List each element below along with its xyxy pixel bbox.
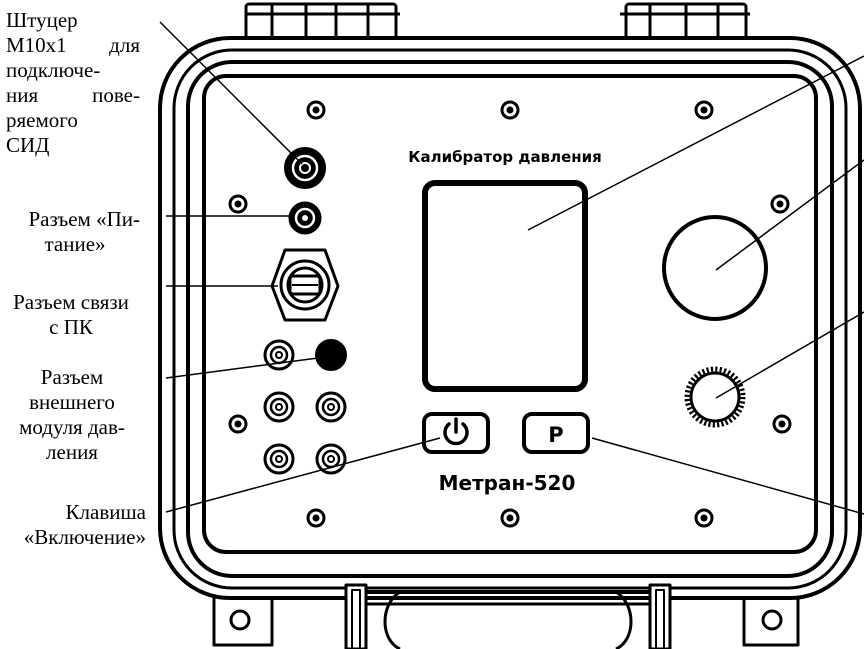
module-socket: [263, 391, 295, 423]
leader-lines: [159, 21, 864, 515]
callout-module-line3: модуля дав-: [19, 415, 125, 439]
callout-fitting-line4a: ния: [6, 83, 39, 107]
device-title: Калибратор давления: [408, 148, 602, 166]
adjust-knob: [684, 366, 746, 428]
callout-key: Клавиша «Включение»: [0, 500, 146, 550]
module-socket: [315, 443, 347, 475]
callout-module: Разъем внешнего модуля дав- ления: [2, 365, 142, 465]
callout-power-line1: Разъем «Пи-: [28, 207, 140, 231]
callout-fitting-line1: Штуцер: [6, 8, 78, 32]
module-socket: [315, 391, 347, 423]
top-hinge-left: [244, 2, 400, 44]
callout-module-line2: внешнего: [29, 390, 115, 414]
module-plug: [315, 339, 347, 371]
screw: [770, 194, 790, 214]
screw: [500, 508, 520, 528]
panel-screws: [228, 100, 792, 528]
callout-pc: Разъем связи с ПК: [0, 290, 142, 340]
callout-fitting-line5: ряемого: [6, 108, 78, 132]
front-panel: [202, 74, 818, 554]
module-socket: [263, 443, 295, 475]
pressure-gauge-window: [662, 215, 768, 321]
callout-fitting-line2b: для: [109, 33, 140, 57]
screw: [694, 100, 714, 120]
p-key-label: P: [548, 423, 563, 447]
callout-module-line1: Разъем: [40, 365, 104, 389]
module-connectors: [263, 339, 347, 475]
screw: [228, 414, 248, 434]
callout-fitting-line6: СИД: [6, 133, 50, 157]
screw: [500, 100, 520, 120]
screw: [694, 508, 714, 528]
pc-connector: [270, 248, 340, 322]
screw: [306, 100, 326, 120]
p-key: [522, 412, 590, 454]
callout-fitting-line3: подключе-: [6, 58, 101, 82]
callout-pc-line1: Разъем связи: [13, 290, 129, 314]
screw: [772, 414, 792, 434]
callout-pc-line2: с ПК: [49, 315, 93, 339]
callout-key-line2: «Включение»: [23, 525, 146, 549]
power-key: [422, 412, 490, 454]
display-screen: [422, 180, 588, 392]
callout-fitting-line2a: М10х1: [6, 33, 67, 57]
callout-module-line4: ления: [46, 440, 98, 464]
callout-power-line2: тание»: [44, 232, 106, 256]
top-hinge-right: [620, 2, 750, 44]
callout-key-line1: Клавиша: [65, 500, 146, 524]
screw: [306, 508, 326, 528]
callout-fitting-line4b: пове-: [92, 83, 140, 107]
callout-power: Разъем «Пи- тание»: [0, 207, 140, 257]
power-connector: [288, 201, 322, 235]
bottom-latch: [344, 583, 672, 649]
screw: [228, 194, 248, 214]
model-name: Метран-520: [439, 471, 576, 495]
callout-fitting: Штуцер М10х1 для подключе- ния пове- ряемо…: [6, 8, 140, 158]
power-icon: [443, 417, 469, 446]
